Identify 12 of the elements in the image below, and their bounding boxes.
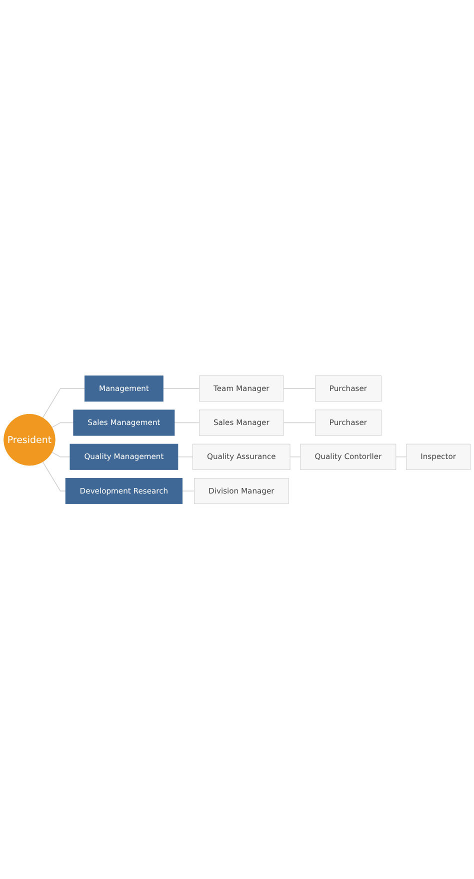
connector [174,422,200,423]
connector [42,461,66,492]
connector [52,452,70,457]
connector [162,388,200,389]
connector [182,490,195,492]
node-circle: President [4,414,56,466]
connector [290,456,301,457]
connector [178,456,194,457]
connector [52,422,74,428]
connector [396,456,407,457]
connector [283,388,316,389]
connector [283,422,316,423]
